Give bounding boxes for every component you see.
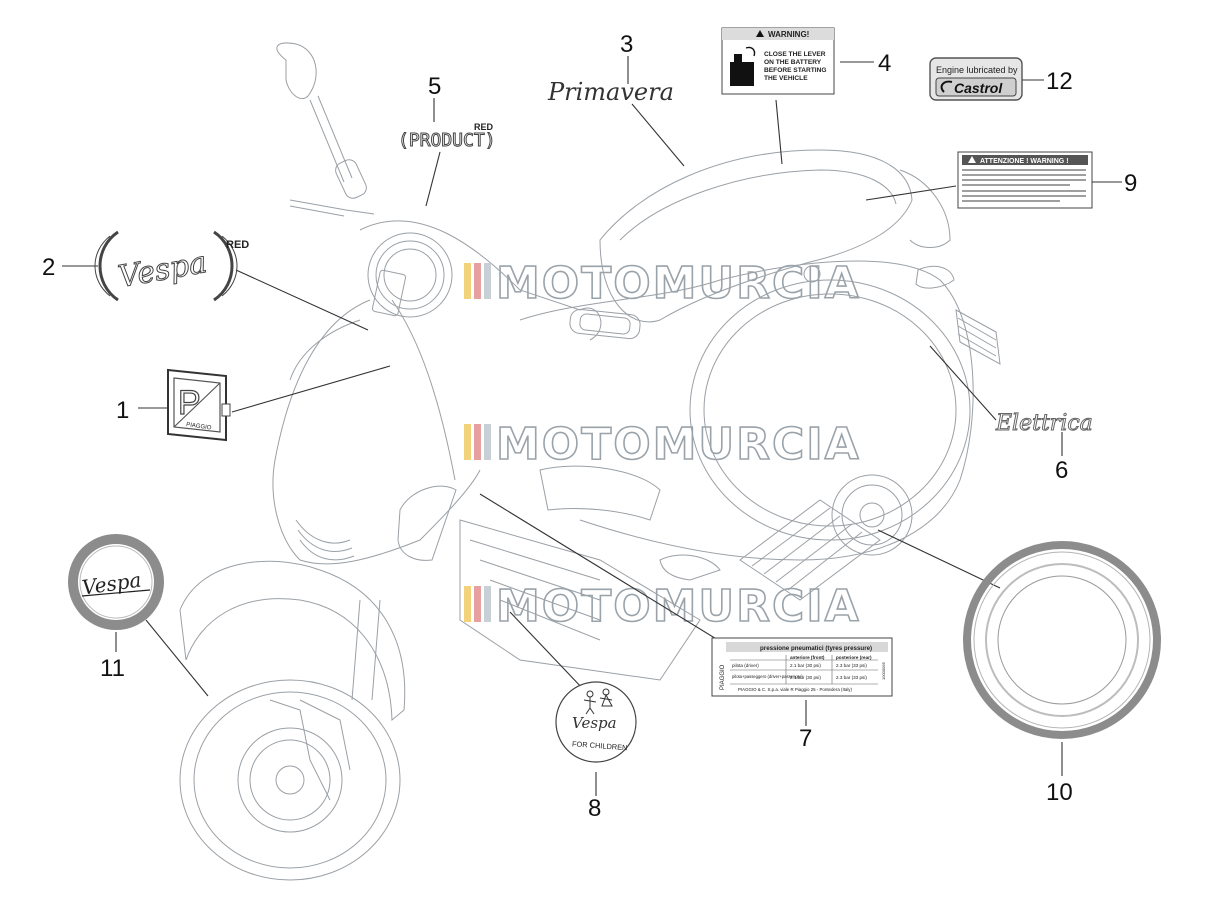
- vespa-red-logo: Vespa: [116, 245, 210, 295]
- product-red-text: (PRODUCT): [398, 130, 496, 151]
- tyre-row2-label: pilota+passeggero (driver+passenger): [732, 674, 803, 679]
- leader-lines: [62, 56, 1122, 796]
- children-text: FOR CHILDREN: [572, 739, 628, 752]
- tyre-row2-front: 2.1 bar (30 psi): [790, 675, 821, 680]
- sticker-elettrica: Elettrica: [995, 411, 1093, 436]
- attenzione-fineprint: [962, 169, 1086, 202]
- callout-3: 3: [620, 31, 633, 58]
- sticker-vespa-badge: Vespa: [68, 534, 164, 630]
- watermarks: MOTOMURCIA MOTOMURCIA MOTOMURCIA: [464, 257, 861, 633]
- warning-line-1: CLOSE THE LEVER: [764, 51, 826, 58]
- sticker-attenzione-warning: ATTENZIONE ! WARNING !: [957, 151, 1093, 209]
- castrol-line-2: Castrol: [954, 80, 1003, 96]
- product-red-sup: RED: [474, 122, 494, 132]
- sticker-wheel-ring: [963, 541, 1161, 739]
- sticker-warning-battery: WARNING! CLOSE THE LEVER ON THE BATTERY …: [721, 27, 835, 95]
- warning-line-4: THE VEHICLE: [764, 75, 808, 82]
- tyre-col-front: anteriore (front): [790, 655, 825, 660]
- tyre-row1-front: 2.1 bar (30 psi): [790, 663, 821, 668]
- callout-4: 4: [878, 50, 891, 77]
- scooter-outline: [179, 42, 1001, 881]
- sticker-castrol: Engine lubricated by Castrol: [929, 57, 1023, 101]
- tyre-col-rear: posteriore (rear): [836, 655, 872, 660]
- callout-9: 9: [1124, 170, 1137, 197]
- sticker-vespa-for-children: Vespa FOR CHILDREN: [555, 681, 637, 763]
- piaggio-plate-text: PIAGGIO: [186, 422, 212, 432]
- p-glyph: P: [178, 384, 201, 422]
- tyre-code: 10000095: [881, 661, 886, 680]
- children-vespa-logo: Vespa: [572, 714, 617, 732]
- tyre-footer: PIAGGIO & C. S.p.a. viale R Piaggio 25 -…: [738, 687, 853, 692]
- vespa-red-sup: RED: [226, 239, 249, 251]
- watermark-text: MOTOMURCIA: [496, 419, 861, 470]
- watermark-middle: MOTOMURCIA: [464, 418, 861, 471]
- children-figures-icon: [583, 688, 613, 715]
- callout-12: 12: [1046, 68, 1073, 95]
- callout-11: 11: [100, 655, 125, 682]
- watermark-text: MOTOMURCIA: [496, 581, 861, 632]
- warning-line-2: ON THE BATTERY: [764, 59, 822, 66]
- callout-8: 8: [588, 795, 601, 822]
- tyre-title: pressione pneumatici (tyres pressure): [760, 645, 872, 652]
- watermark-bottom: MOTOMURCIA: [464, 580, 861, 633]
- tyre-brand: PIAGGIO: [720, 664, 726, 690]
- tyre-row1-label: pilota (driver): [732, 663, 759, 668]
- sticker-primavera: Primavera: [547, 78, 674, 106]
- tyre-row1-rear: 2.3 bar (33 psi): [836, 663, 867, 668]
- sticker-tyre-pressure: pressione pneumatici (tyres pressure) PI…: [711, 637, 893, 697]
- sticker-piaggio-plate: P PIAGGIO: [167, 368, 231, 442]
- callout-2: 2: [42, 254, 55, 281]
- callout-1: 1: [116, 397, 129, 424]
- battery-lever-icon: [730, 46, 756, 86]
- callout-numbers: 1 2 3 4 5 6 7 8 9 10 11 12: [42, 31, 1137, 822]
- warning-triangle-icon: [756, 30, 764, 37]
- callout-5: 5: [428, 73, 441, 100]
- tyre-row2-rear: 2.3 bar (33 psi): [836, 675, 867, 680]
- attenzione-title: ATTENZIONE ! WARNING !: [980, 158, 1069, 165]
- sticker-product-red: (PRODUCT) RED: [398, 122, 497, 152]
- attenzione-triangle-icon: [968, 156, 976, 163]
- sticker-vespa-red: Vespa RED: [94, 230, 249, 302]
- callout-7: 7: [799, 725, 812, 752]
- castrol-line-1: Engine lubricated by: [936, 65, 1018, 75]
- warning-title: WARNING!: [768, 30, 809, 39]
- castrol-swoosh-icon: [940, 80, 953, 93]
- watermark-top: MOTOMURCIA: [464, 257, 861, 310]
- callout-10: 10: [1046, 779, 1073, 806]
- warning-line-3: BEFORE STARTING: [764, 67, 827, 74]
- watermark-text: MOTOMURCIA: [496, 258, 861, 309]
- callout-6: 6: [1055, 457, 1068, 484]
